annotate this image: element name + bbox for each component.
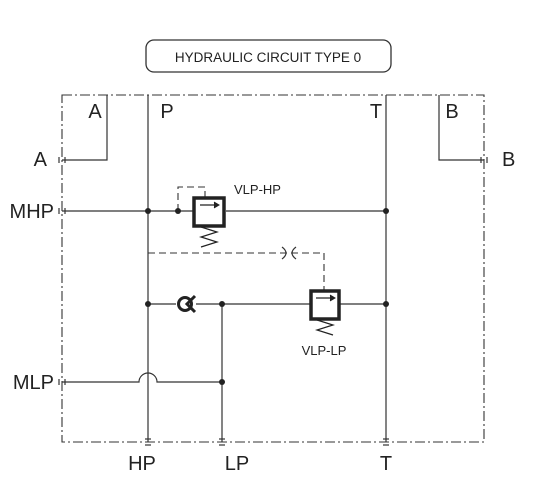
valve-label-vlp-lp: VLP-LP [302,343,347,358]
junction-dot [219,301,225,307]
junction-dot [175,208,181,214]
port-label-mhp: MHP [10,201,54,223]
junction-dot [145,208,151,214]
relief-valve-lp-icon [309,289,341,336]
junction-dot [145,301,151,307]
junction-dot [383,301,389,307]
port-label-lp: LP [225,453,249,475]
diagram-title: HYDRAULIC CIRCUIT TYPE 0 [175,50,361,65]
port-markers [58,157,488,446]
port-label-hp: HP [128,453,156,475]
port-label-b-inner: B [445,101,458,123]
title-box: HYDRAULIC CIRCUIT TYPE 0 [145,39,392,73]
port-label-a: A [34,149,48,171]
port-label-t-bottom: T [380,453,392,475]
pilot-line [148,252,325,290]
check-valve-icon [177,294,197,314]
manifold-frame [61,94,485,443]
junction-dot [383,208,389,214]
port-label-mlp: MLP [13,372,54,394]
junction-dot [219,379,225,385]
orifice-icon [281,246,297,260]
port-label-a-inner: A [88,101,102,123]
valve-label-vlp-hp: VLP-HP [234,182,281,197]
b-channel [438,95,484,161]
relief-valve-hp-icon [177,186,226,248]
a-channel [62,95,108,161]
port-label-b: B [502,149,515,171]
mlp-line [62,372,222,383]
port-label-p: P [160,101,173,123]
port-label-t-top: T [370,101,382,123]
